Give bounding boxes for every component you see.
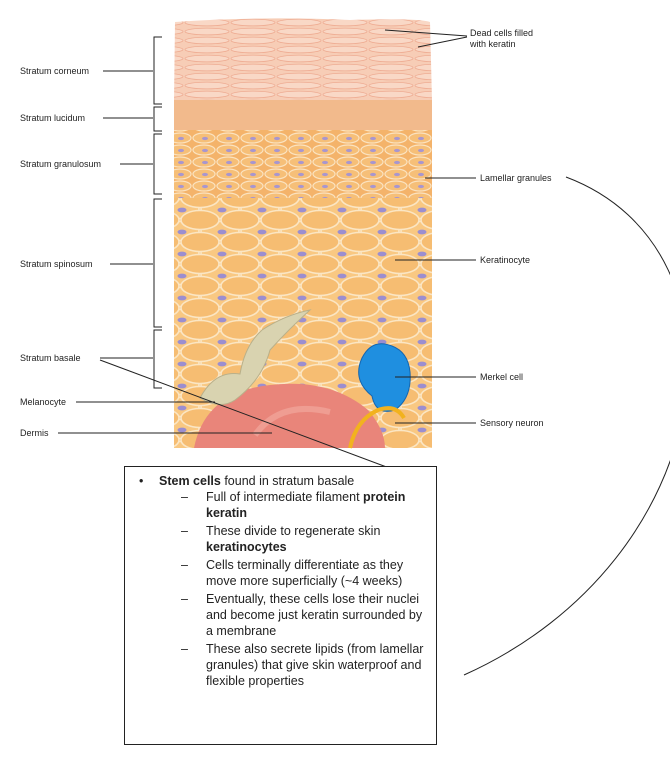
label-dead-cells-line1: Dead cells filled	[470, 28, 533, 38]
label-melanocyte: Melanocyte	[20, 397, 66, 407]
label-dead-cells-line2: with keratin	[469, 39, 516, 49]
leader-dead-a	[384, 29, 468, 37]
bracket-basale	[153, 329, 162, 389]
notes-main-point: Stem cells found in stratum basale Full …	[135, 473, 428, 689]
epidermis-block	[174, 18, 432, 449]
bracket-granulosum	[153, 133, 162, 195]
notes-main-bold: Stem cells	[159, 474, 221, 488]
label-sensory-neuron: Sensory neuron	[480, 418, 544, 428]
label-dermis: Dermis	[20, 428, 49, 438]
label-stratum-granulosum: Stratum granulosum	[20, 159, 101, 169]
notes-sublist: Full of intermediate filament protein ke…	[159, 489, 428, 689]
leader-basale-to-notes	[99, 359, 401, 473]
sensory-neuron-shape	[348, 406, 406, 449]
notes-item-text: These also secrete lipids (from lamellar…	[206, 642, 424, 688]
leader-lines	[58, 29, 670, 676]
label-stratum-lucidum: Stratum lucidum	[20, 113, 85, 123]
notes-list: Stem cells found in stratum basale Full …	[135, 473, 428, 689]
merkel-cell-shape	[358, 343, 411, 412]
label-stratum-corneum: Stratum corneum	[20, 66, 89, 76]
label-stratum-basale: Stratum basale	[20, 353, 81, 363]
dermis-region	[194, 383, 385, 448]
connector-arc	[463, 176, 670, 676]
notes-item: Cells terminally differentiate as they m…	[159, 557, 428, 589]
notes-item: These divide to regenerate skin keratino…	[159, 523, 428, 555]
notes-item: Full of intermediate filament protein ke…	[159, 489, 428, 521]
melanocyte-shape	[199, 309, 312, 405]
notes-item-text: These divide to regenerate skin	[206, 524, 381, 538]
bracket-spinosum	[153, 198, 162, 328]
bracket-lucidum	[153, 106, 162, 132]
notes-main-text: found in stratum basale	[220, 474, 355, 488]
notes-item-text: Eventually, these cells lose their nucle…	[206, 592, 423, 638]
bracket-corneum	[153, 36, 162, 105]
notes-item: Eventually, these cells lose their nucle…	[159, 591, 428, 639]
notes-item-bold: protein keratin	[206, 490, 406, 520]
dermis-highlight	[252, 406, 331, 437]
stratum-corneum-layer	[174, 18, 432, 100]
layer-brackets	[153, 36, 162, 389]
label-keratinocyte: Keratinocyte	[480, 255, 530, 265]
stratum-lucidum-layer	[174, 100, 432, 130]
notes-item: These also secrete lipids (from lamellar…	[159, 641, 428, 689]
stratum-granulosum-layer	[174, 130, 432, 198]
leader-dead-b	[417, 36, 468, 48]
label-stratum-spinosum: Stratum spinosum	[20, 259, 93, 269]
notes-box: Stem cells found in stratum basale Full …	[124, 466, 437, 745]
notes-item-bold: keratinocytes	[206, 540, 287, 554]
label-merkel-cell: Merkel cell	[480, 372, 523, 382]
label-lamellar-granules: Lamellar granules	[480, 173, 552, 183]
notes-item-text: Cells terminally differentiate as they m…	[206, 558, 404, 588]
notes-item-text: Full of intermediate filament	[206, 490, 364, 504]
